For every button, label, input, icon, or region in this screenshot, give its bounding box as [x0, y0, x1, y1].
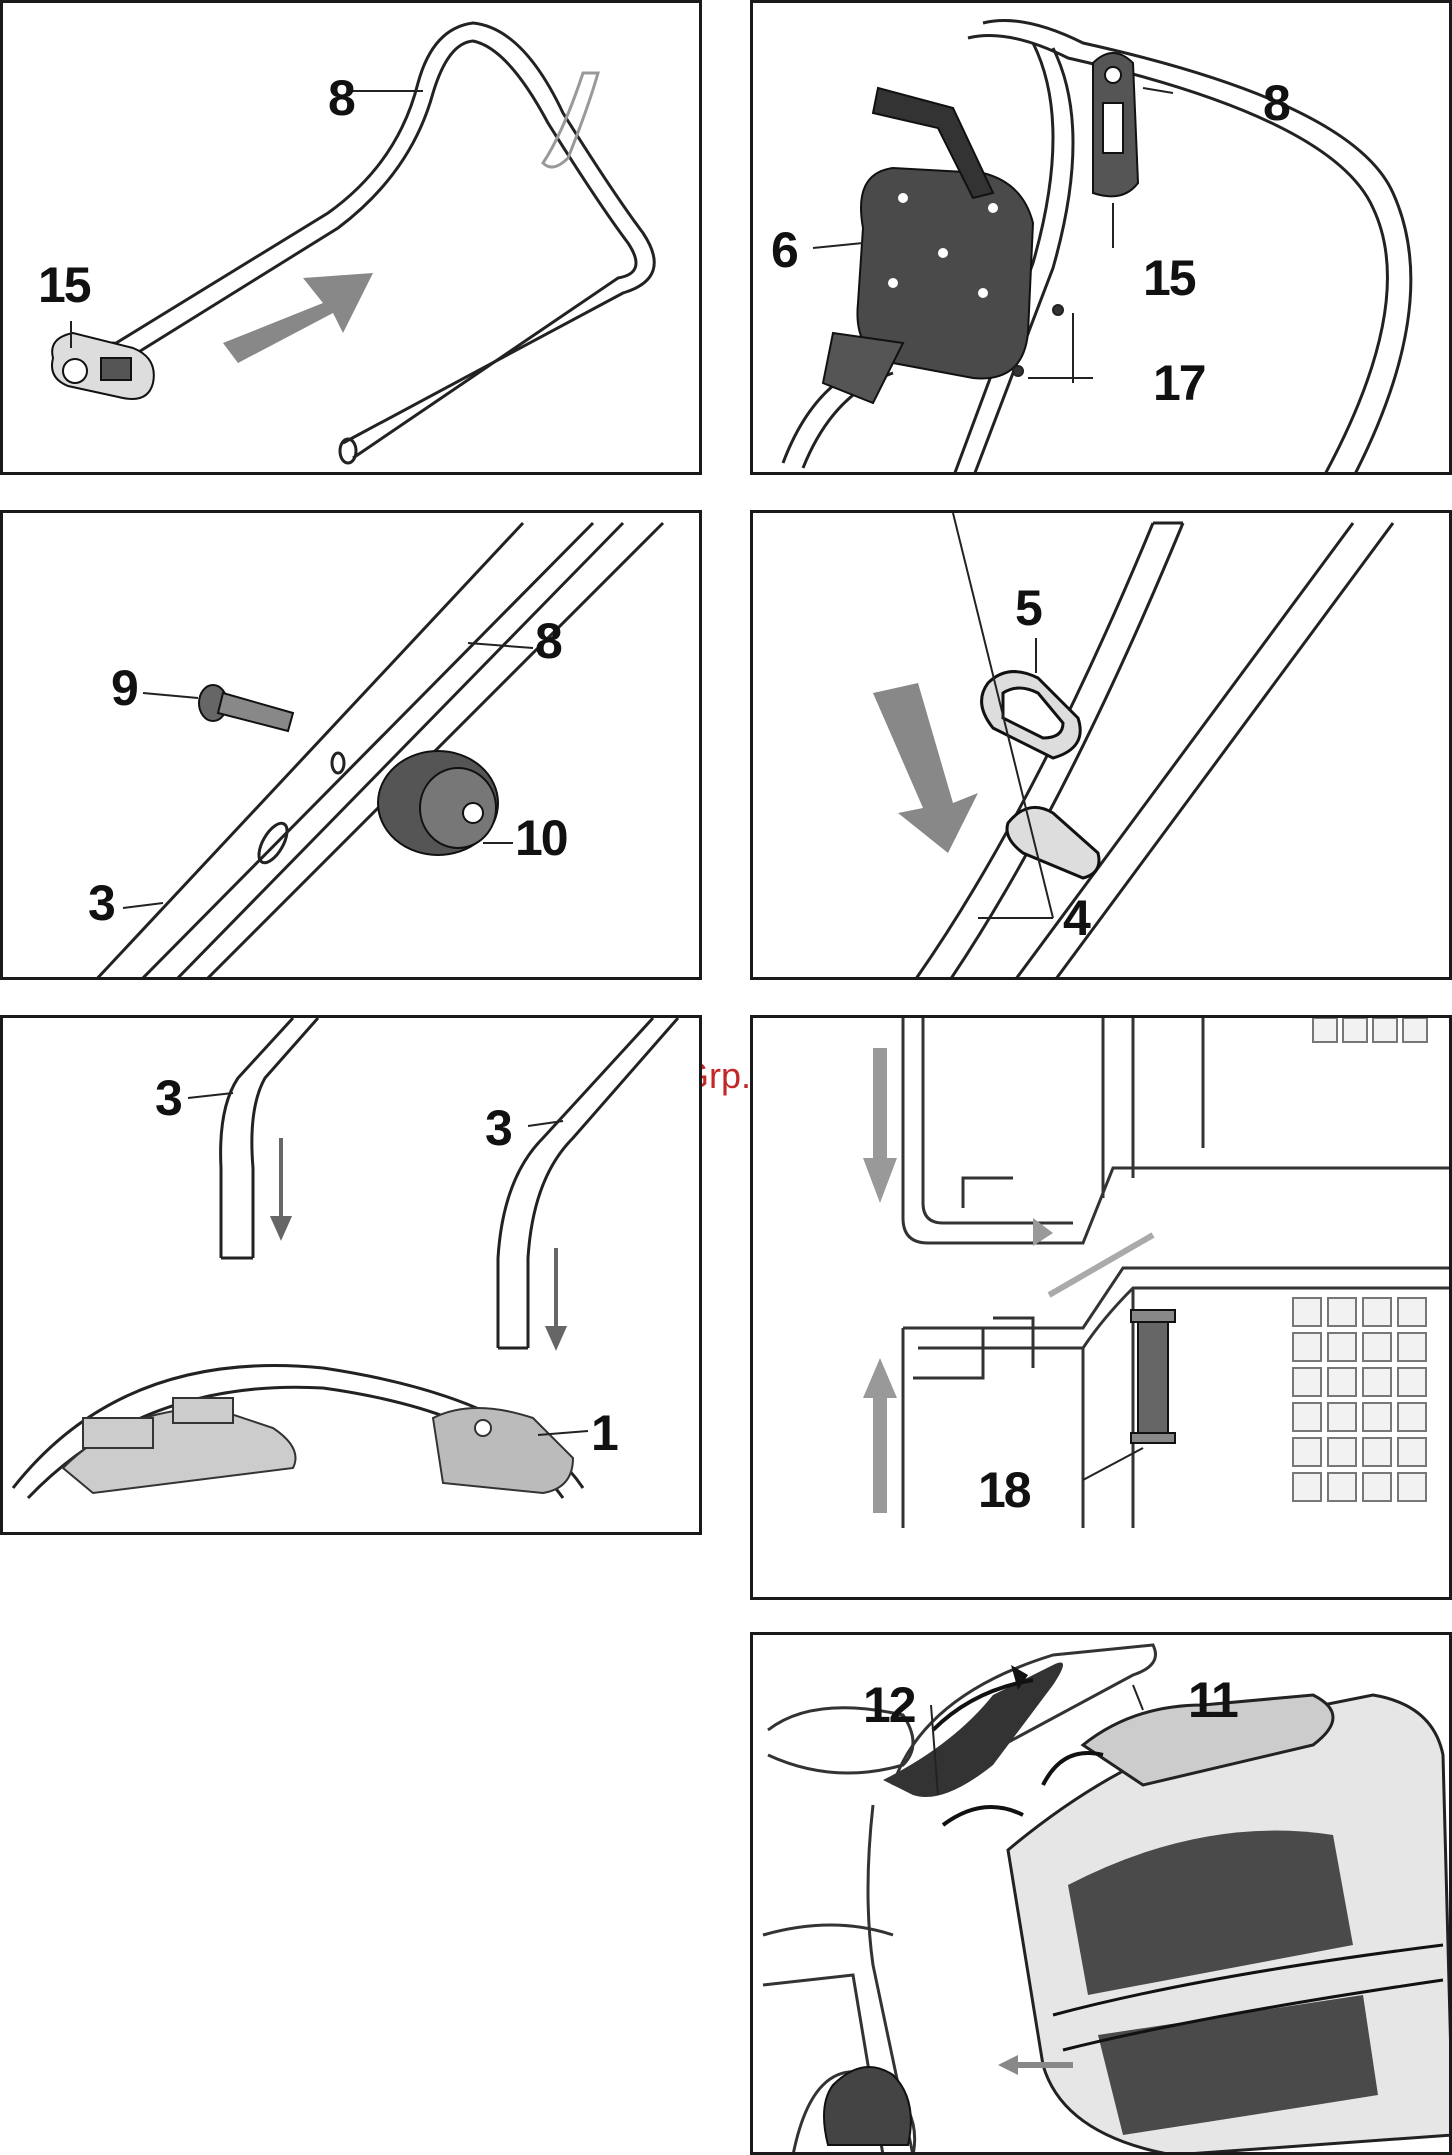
housing-connector-panel: 18 [750, 1015, 1452, 1600]
part-label-6: 6 [771, 225, 797, 275]
part-label-15: 15 [38, 260, 90, 310]
part-label-3: 3 [88, 878, 114, 928]
part-label-9: 9 [111, 663, 137, 713]
lower-handle-panel: 3 3 1 [0, 1015, 702, 1535]
part-label-4: 4 [1063, 893, 1089, 943]
bolt-knob-panel: 9 8 10 3 [0, 510, 702, 980]
cable-clip-panel: 5 4 [750, 510, 1452, 980]
grass-catcher-panel: 12 11 [750, 1632, 1452, 2155]
part-label-10: 10 [515, 813, 567, 863]
part-label-18: 18 [978, 1465, 1030, 1515]
part-label-8: 8 [1263, 78, 1289, 128]
handle-clip-panel: 8 15 [0, 0, 702, 475]
part-label-11: 11 [1188, 1675, 1237, 1725]
part-label-3: 3 [485, 1103, 511, 1153]
switch-box-panel: 6 8 15 17 [750, 0, 1452, 475]
part-label-1: 1 [591, 1408, 617, 1458]
part-label-8: 8 [328, 73, 354, 123]
housing-connector-drawing [753, 1018, 1452, 1600]
part-label-8: 8 [535, 616, 561, 666]
part-label-3: 3 [155, 1073, 181, 1123]
switch-box-drawing [753, 3, 1452, 475]
part-label-15: 15 [1143, 253, 1195, 303]
grass-catcher-drawing [753, 1635, 1452, 2155]
part-label-5: 5 [1015, 583, 1041, 633]
part-label-17: 17 [1153, 358, 1205, 408]
part-label-12: 12 [863, 1680, 915, 1730]
cable-clip-drawing [753, 513, 1452, 980]
